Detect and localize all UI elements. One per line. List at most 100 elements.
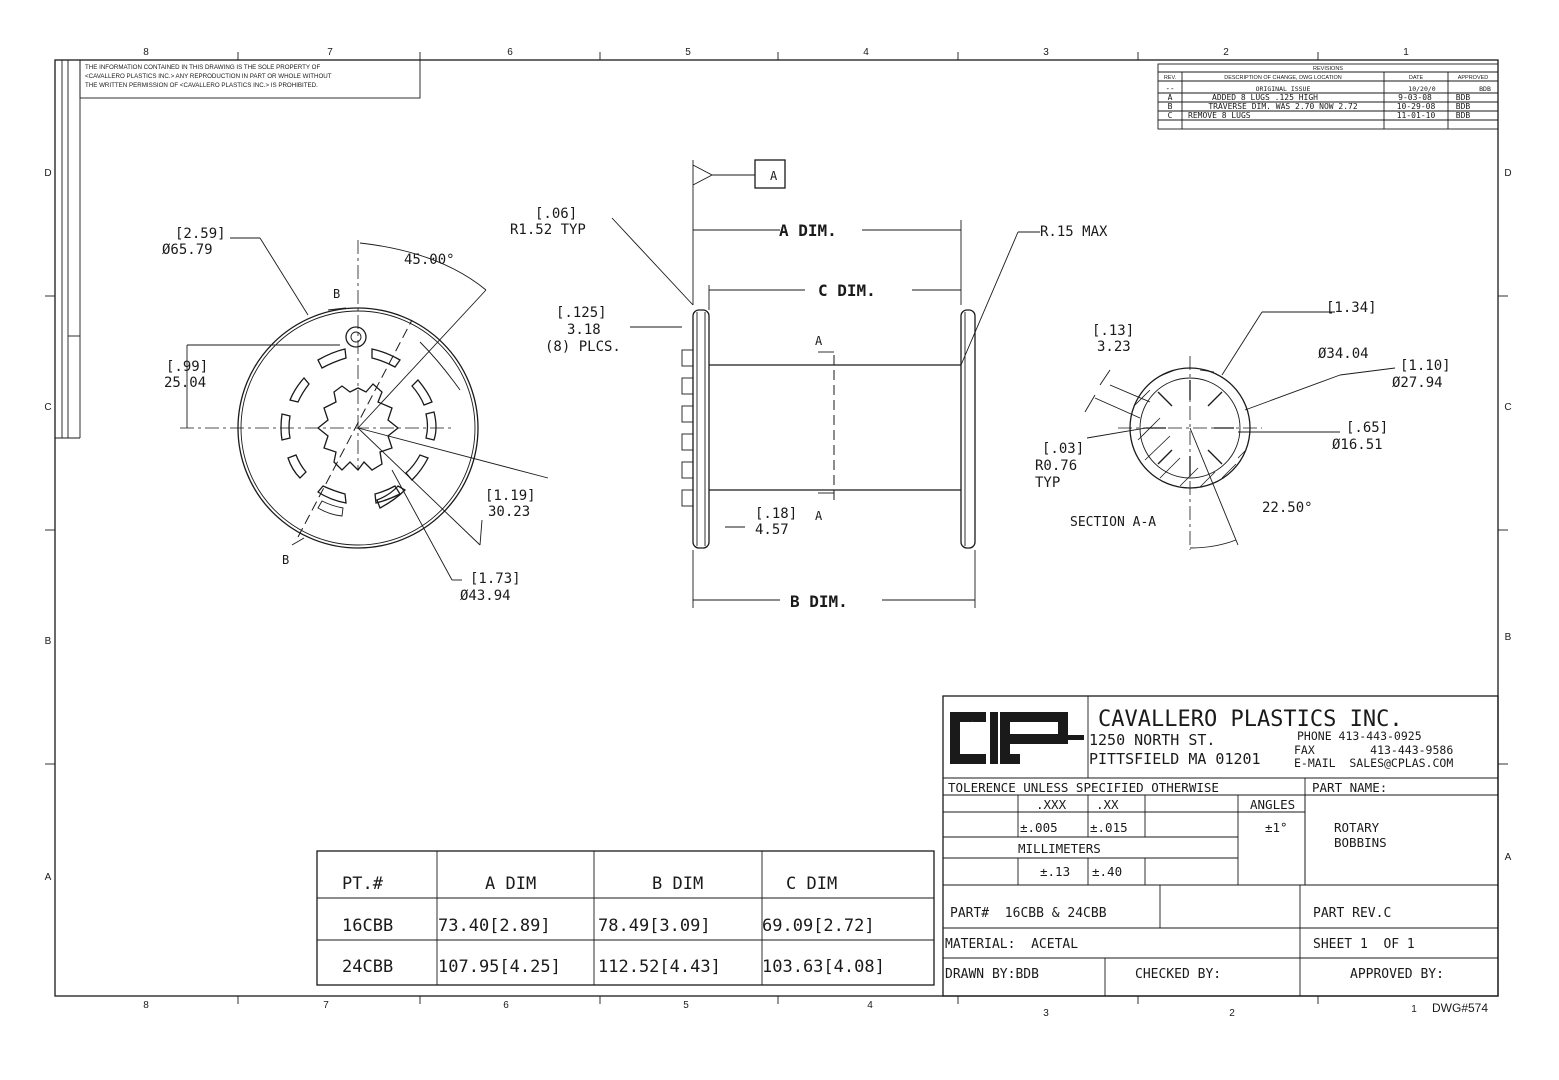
flange-inch: [.18] xyxy=(755,506,797,522)
parts-row-0-a: 73.40[2.89] xyxy=(438,916,551,936)
end-dia2-mm: Ø43.94 xyxy=(460,588,511,604)
tol-mm-2: ±.40 xyxy=(1092,864,1122,879)
zone-top-4: 4 xyxy=(863,47,869,58)
end-dia2-inch: [1.73] xyxy=(470,571,521,587)
tolerance-label: TOLERENCE UNLESS SPECIFIED OTHERWISE xyxy=(948,780,1219,795)
rev-row-1-approved: BDB xyxy=(1456,93,1471,102)
millimeters-label: MILLIMETERS xyxy=(1018,841,1101,856)
sec-d2-mm: Ø27.94 xyxy=(1392,375,1443,391)
notice-line-3: THE WRITTEN PERMISSION OF <CAVALLERO PLA… xyxy=(85,82,318,89)
sec-r-typ: TYP xyxy=(1035,475,1060,491)
rev-row-1-rev: A xyxy=(1168,93,1173,102)
part-name-line-2: BOBBINS xyxy=(1334,835,1387,850)
side-radius-mm: R1.52 TYP xyxy=(510,222,586,238)
proprietary-notice: THE INFORMATION CONTAINED IN THIS DRAWIN… xyxy=(79,59,421,99)
title-block xyxy=(942,695,1499,997)
zone-right-c: C xyxy=(1504,402,1511,413)
zone-bottom-5: 5 xyxy=(683,1000,689,1011)
tol-mm-1: ±.13 xyxy=(1040,864,1070,879)
parts-header-c: C DIM xyxy=(786,874,837,894)
c-dim-label: C DIM. xyxy=(818,281,876,300)
zone-left-d: D xyxy=(44,168,51,179)
zone-top-6: 6 xyxy=(507,47,513,58)
tol-header-xx: .XX xyxy=(1096,797,1119,812)
rev-row-1-date: 9-03-08 xyxy=(1398,93,1432,102)
rev-row-1-desc: ADDED 8 LUGS .125 HIGH xyxy=(1212,93,1318,102)
end-dia-mm: Ø65.79 xyxy=(162,242,213,258)
sec-angle: 22.50° xyxy=(1262,500,1313,516)
zone-top-8: 8 xyxy=(143,47,149,58)
parts-row-1-a: 107.95[4.25] xyxy=(438,957,561,977)
tol-value-angles: ±1° xyxy=(1265,820,1288,835)
border-frame xyxy=(45,52,1508,1004)
zone-bottom-1: 1 xyxy=(1411,1004,1417,1015)
end-height-inch: [.99] xyxy=(166,359,208,375)
company-address-2: PITTSFIELD MA 01201 xyxy=(1089,750,1261,768)
tol-header-xxx: .XXX xyxy=(1036,797,1067,812)
rev-row-2-date: 10-29-08 xyxy=(1397,102,1436,111)
side-rmax: R.15 MAX xyxy=(1040,224,1108,240)
zone-right-b: B xyxy=(1505,632,1512,643)
rev-row-3-approved: BDB xyxy=(1456,111,1471,120)
lug-height-mm: 3.18 xyxy=(567,322,601,338)
sec-r-inch: [.03] xyxy=(1042,441,1084,457)
section-a-a-view xyxy=(1084,311,1396,550)
rev-header-description: DESCRIPTION OF CHANGE, DWG LOCATION xyxy=(1224,75,1342,81)
parts-table xyxy=(316,850,935,986)
rev-header-rev: REV. xyxy=(1164,75,1177,81)
end-dia-inch: [2.59] xyxy=(175,226,226,242)
rev-row-3-desc: REMOVE 8 LUGS xyxy=(1188,111,1251,120)
parts-header-pt: PT.# xyxy=(342,874,384,894)
material: MATERIAL: ACETAL xyxy=(945,937,1078,952)
part-name-line-1: ROTARY xyxy=(1334,820,1380,835)
part-number: PART# 16CBB & 24CBB xyxy=(950,906,1107,921)
notice-line-2: <CAVALLERO PLASTICS INC.> ANY REPRODUCTI… xyxy=(85,73,332,80)
company-logo xyxy=(950,712,1084,764)
end-height-mm: 25.04 xyxy=(164,375,206,391)
parts-row-0-c: 69.09[2.72] xyxy=(762,916,875,936)
zone-top-3: 3 xyxy=(1043,47,1049,58)
tol-value-xxx: ±.005 xyxy=(1020,820,1058,835)
sec-gap-inch: [.13] xyxy=(1092,323,1134,339)
sec-d2-inch: [1.10] xyxy=(1400,358,1451,374)
zone-bottom-2: 2 xyxy=(1229,1008,1235,1019)
sec-d3-inch: [.65] xyxy=(1346,420,1388,436)
zone-top-1: 1 xyxy=(1403,47,1409,58)
rev-row-0-rev: -- xyxy=(1165,84,1174,93)
section-a-bottom-label: A xyxy=(815,509,823,523)
b-dim-label: B DIM. xyxy=(790,592,848,611)
side-radius-inch: [.06] xyxy=(535,206,577,222)
rev-row-3-rev: C xyxy=(1168,111,1173,120)
rev-row-2-desc: TRAVERSE DIM. WAS 2.70 NOW 2.72 xyxy=(1208,102,1357,111)
zone-bottom-8: 8 xyxy=(143,1000,149,1011)
company-fax: FAX 413-443-9586 xyxy=(1294,743,1453,757)
zone-left-a: A xyxy=(45,872,52,883)
rev-row-2-approved: BDB xyxy=(1456,102,1471,111)
sec-gap-mm: 3.23 xyxy=(1097,339,1131,355)
rev-header-date: DATE xyxy=(1409,75,1424,81)
parts-row-1-b: 112.52[4.43] xyxy=(598,957,721,977)
zone-right-a: A xyxy=(1505,852,1512,863)
rev-row-0-approved: BDB xyxy=(1479,85,1491,93)
lug-height-inch: [.125] xyxy=(556,305,607,321)
section-a-top-label: A xyxy=(815,334,823,348)
sec-d1-inch: [1.34] xyxy=(1326,300,1377,316)
end-section-b-bottom: B xyxy=(282,553,289,567)
rev-row-3-date: 11-01-10 xyxy=(1397,111,1436,120)
zone-top-7: 7 xyxy=(327,47,333,58)
rev-header-approved: APPROVED xyxy=(1458,75,1489,81)
part-revision: PART REV.C xyxy=(1313,906,1391,921)
parts-row-1-c: 103.63[4.08] xyxy=(762,957,885,977)
end-section-b-top: B xyxy=(333,287,340,301)
zone-left-c: C xyxy=(44,402,51,413)
zone-bottom-3: 3 xyxy=(1043,1008,1049,1019)
company-address-1: 1250 NORTH ST. xyxy=(1089,731,1215,749)
datum-a-label: A xyxy=(770,169,778,183)
section-a-a-label: SECTION A-A xyxy=(1070,515,1156,530)
sec-r-mm: R0.76 xyxy=(1035,458,1077,474)
company-name: CAVALLERO PLASTICS INC. xyxy=(1098,707,1403,732)
end-radius-mm: 30.23 xyxy=(488,504,530,520)
parts-row-0-pt: 16CBB xyxy=(342,916,393,936)
company-phone: PHONE 413-443-0925 xyxy=(1297,729,1422,743)
